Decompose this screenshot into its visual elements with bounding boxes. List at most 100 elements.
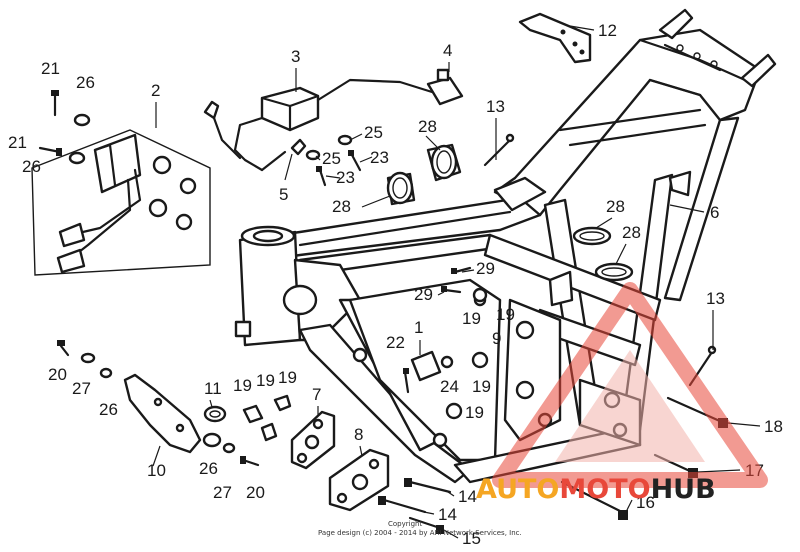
callout-5: 5 [279,185,288,204]
callout-20-upper: 20 [48,365,67,384]
wire-clamp [410,350,442,382]
callout-3: 3 [291,47,300,66]
bolt-14-lower [378,496,427,514]
washer-26-left [99,367,113,379]
callout-4: 4 [443,41,452,60]
callout-19-f: 19 [278,368,297,387]
callout-19-b: 19 [472,377,491,396]
bolt-22 [403,368,410,394]
callout-7: 7 [312,385,321,404]
callout-21-lower: 21 [8,133,27,152]
spark-plug-cap [426,68,464,106]
callout-8: 8 [354,425,363,444]
callout-1: 1 [414,318,423,337]
callout-9: 9 [492,329,501,348]
callout-26-bottom: 26 [199,459,218,478]
callout-24: 24 [440,377,459,396]
copyright-line-1: Copyright [388,520,422,528]
clamp-band-upper [426,143,462,182]
nut-19-b [471,351,489,369]
ignition-unit-group [31,129,211,276]
washer-26-bottom [202,432,222,448]
callout-13-lower: 13 [706,289,725,308]
callout-11: 11 [204,379,222,398]
bolt-15 [408,516,444,534]
watermark-part-hub: HUB [651,474,716,505]
callout-19-c: 19 [465,403,484,422]
callout-6: 6 [710,203,719,222]
bolt-29-a [451,266,472,274]
nut-19-c [445,402,463,420]
callout-28-lower: 28 [332,197,351,216]
callout-28-right-upper: 28 [606,197,625,216]
callout-13-upper: 13 [486,97,505,116]
callout-19-d: 19 [233,376,252,395]
bolt-21-lower [38,146,62,156]
callout-20-lower: 20 [246,483,265,502]
callout-10: 10 [147,461,166,480]
callout-23-upper: 23 [370,148,389,167]
watermark-triangle-icon [492,282,768,488]
cable-tie-upper [483,133,515,167]
callout-25-lower: 25 [322,149,341,168]
bolt-23-lower [316,166,327,187]
callout-26-lower: 26 [22,157,41,176]
callout-18: 18 [764,417,783,436]
bolt-14-upper [404,478,452,494]
callout-14-upper: 14 [458,487,477,506]
callout-25-upper: 25 [364,123,383,142]
callout-15: 15 [462,529,481,548]
nut-19-d [242,404,264,424]
callout-12: 12 [598,21,617,40]
washer-25-lower [305,149,321,161]
watermark-part-auto: AUTO [476,474,559,505]
washer-25-upper [337,134,353,146]
bolt-21-upper [51,90,59,117]
callout-28-upper: 28 [418,117,437,136]
callout-labels: 1 2 3 4 5 6 7 8 9 10 11 12 13 13 14 14 1… [8,21,783,548]
ignition-coil [203,78,434,172]
bolt-29-b [441,286,462,294]
nut-19-a [472,287,488,303]
leader-lines [152,25,761,539]
frame-body [234,8,777,484]
bolt-20-lower [240,456,260,467]
engine-mount-plate-7 [290,410,336,470]
washer-26-lower [68,151,86,165]
callout-19-e: 19 [256,371,275,390]
washer-26-upper [73,113,91,127]
watermark-part-moto: MOTO [559,474,650,505]
nut-19-f [273,394,292,412]
callout-26-upper: 26 [76,73,95,92]
rear-fender-bracket [518,12,592,64]
bolt-23-upper [348,150,362,172]
clamp-band-lower [386,171,416,206]
callout-26-left: 26 [99,400,118,419]
bolt-20-upper [57,340,70,357]
copyright-line-2: Page design (c) 2004 - 2014 by ARI Netwo… [318,529,522,537]
callout-19-a: 19 [462,309,481,328]
callout-19-g: 19 [496,305,515,324]
nut-19-e [260,422,278,442]
callout-29-lower: 29 [414,285,433,304]
callout-14-lower: 14 [438,505,457,524]
callout-21-upper: 21 [41,59,60,78]
callout-28-right-lower: 28 [622,223,641,242]
callout-2: 2 [151,81,160,100]
callout-22: 22 [386,333,405,352]
watermark-text: AUTOMOTOHUB [476,474,716,505]
callout-27-lower: 27 [213,483,232,502]
callout-27-upper: 27 [72,379,91,398]
callout-16: 16 [636,493,655,512]
washer-27-upper [80,352,96,364]
callout-29-upper: 29 [476,259,495,278]
callout-23-lower: 23 [336,168,355,187]
copyright-block: Copyright Page design (c) 2004 - 2014 by… [318,520,522,537]
side-cover-plate [123,373,202,454]
watermark-logo: AUTOMOTOHUB [476,282,768,505]
grommet-11 [203,405,227,423]
engine-mount-plate-8 [328,448,390,512]
nut-24 [440,355,454,369]
washer-27-bottom [222,442,236,454]
